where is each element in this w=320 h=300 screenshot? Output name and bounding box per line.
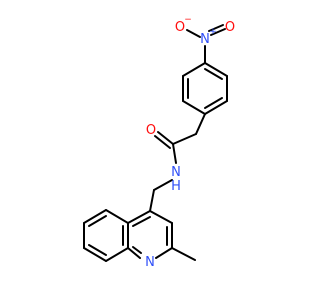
atom-oxygen-nitro-right: O	[225, 20, 235, 35]
bond-phenyl-inner-2	[204, 97, 223, 109]
bond-phenyl-inner-1	[204, 68, 223, 80]
bond-phenyl-6	[182, 62, 206, 77]
bond-carbonyl-o-double	[154, 135, 171, 149]
atom-oxygen-carbonyl: O	[146, 123, 156, 138]
bond-quin-4	[127, 247, 141, 259]
bond-quin-3	[155, 247, 173, 259]
molecule-structure: O − N + O O N H N	[83, 15, 235, 270]
charge-plus-nitrogen: +	[209, 27, 217, 37]
bond-methyl	[171, 247, 196, 261]
atom-oxygen-nitro-left: O	[175, 20, 185, 35]
bond-benzo-2	[83, 209, 107, 224]
atom-nitrogen-quinoline: N	[145, 255, 155, 270]
bond-nitro-n-o-left	[186, 29, 201, 38]
bond-quin-1	[149, 210, 173, 224]
bond-benzo-1	[105, 209, 129, 224]
bond-ch2-carbonyl	[172, 133, 197, 145]
atom-nitrogen-nitro: N	[200, 32, 210, 47]
bond-benzo-5	[105, 247, 129, 262]
charge-minus-oxygen: −	[184, 15, 192, 25]
bond-carbonyl-o	[157, 131, 174, 145]
bond-benzo-4	[83, 247, 107, 262]
bond-phenyl-1	[204, 62, 228, 77]
atom-nitrogen-amide: N	[171, 165, 181, 180]
bond-quin-inner-3	[132, 246, 142, 254]
bond-benzo-inner-1	[88, 215, 107, 227]
bond-carbonyl-n	[172, 143, 177, 164]
bond-phenyl-3	[204, 100, 228, 115]
bond-phenyl-4	[182, 100, 206, 115]
bond-ring-ch2	[195, 113, 206, 135]
bond-nitro-n-o-right-double	[208, 24, 224, 32]
bond-quin-inner-2	[132, 216, 151, 227]
bond-benzo-inner-2	[88, 244, 107, 256]
bond-quin-6	[127, 210, 151, 224]
bond-n-ch2	[153, 179, 173, 191]
bond-ch2-quinoline	[149, 189, 155, 212]
bond-nitro-n-o-right	[210, 28, 226, 36]
atom-hydrogen-amide: H	[171, 179, 181, 194]
